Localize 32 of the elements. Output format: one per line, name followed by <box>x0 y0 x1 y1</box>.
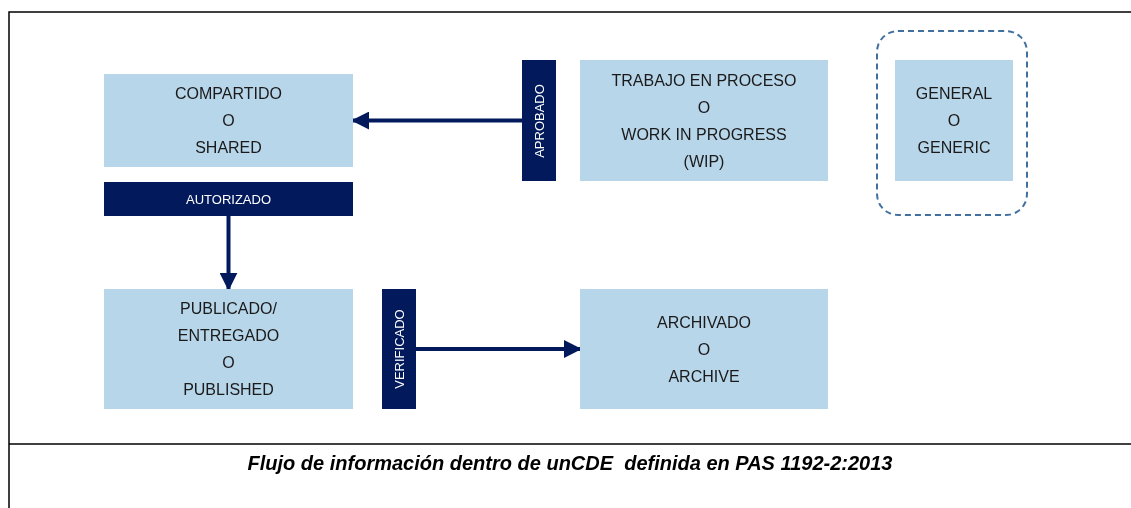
box-text: GENERIC <box>917 138 991 158</box>
box-text: PUBLICADO/ <box>180 299 277 319</box>
box-text: WORK IN PROGRESS <box>621 124 787 145</box>
status-label: AUTORIZADO <box>186 191 271 207</box>
process-box <box>895 60 1013 181</box>
box-text: COMPARTIDO <box>175 84 282 104</box>
transition-label-bar <box>382 289 416 409</box>
status-label: APROBADO <box>531 83 547 158</box>
box-text: O <box>697 97 711 118</box>
process-box <box>580 289 828 409</box>
box-text: ARCHIVADO <box>657 312 751 333</box>
box-text: O <box>222 353 235 373</box>
figure-caption: Flujo de información dentro de unCDE definida en PAS 1192-2:2013 <box>246 452 894 475</box>
dashed-group-outline <box>876 30 1028 216</box>
transition-label-bar <box>104 182 353 216</box>
process-box <box>104 74 353 167</box>
transition-label-bar <box>522 60 556 181</box>
box-text: TRABAJO EN PROCESO <box>611 70 797 91</box>
box-text: ARCHIVE <box>668 366 740 387</box>
arrow <box>416 340 582 358</box>
box-text: O <box>222 111 235 131</box>
box-text: ENTREGADO <box>177 326 280 346</box>
status-label: VERIFICADO <box>391 309 407 389</box>
arrow <box>219 216 238 291</box>
box-text: PUBLISHED <box>183 380 274 400</box>
process-box <box>580 60 828 181</box>
box-text: SHARED <box>195 138 262 158</box>
box-text: (WIP) <box>683 151 725 172</box>
process-box <box>104 289 353 409</box>
box-text: O <box>947 111 961 131</box>
box-text: GENERAL <box>915 84 993 104</box>
box-text: O <box>697 339 711 360</box>
